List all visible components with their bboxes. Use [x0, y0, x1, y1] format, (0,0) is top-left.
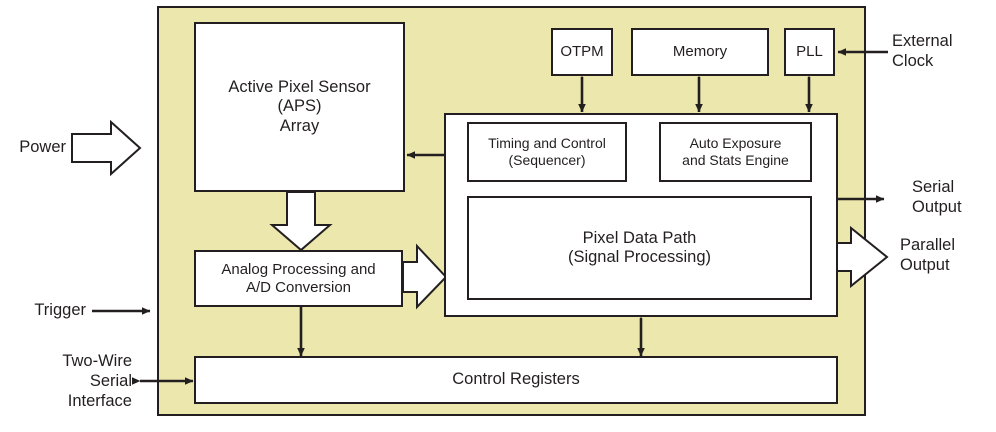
block-pixel-data-path[interactable]: Pixel Data Path (Signal Processing) — [467, 196, 812, 300]
label-external-clock: External Clock — [892, 32, 953, 70]
block-auto-exposure[interactable]: Auto Exposure and Stats Engine — [659, 122, 812, 182]
block-control-registers[interactable]: Control Registers — [194, 356, 838, 404]
block-timing-and-control[interactable]: Timing and Control (Sequencer) — [467, 122, 627, 182]
label-parallel-output: Parallel Output — [900, 236, 956, 274]
label-two-wire-serial-interface: Two-Wire Serial Interface — [62, 352, 132, 410]
power-in-block-arrow — [71, 119, 142, 177]
aps-to-analog-block-arrow — [269, 191, 333, 252]
block-analog-processing[interactable]: Analog Processing and A/D Conversion — [194, 250, 403, 307]
label-trigger: Trigger — [34, 301, 86, 320]
block-memory[interactable]: Memory — [631, 28, 769, 76]
block-aps-array[interactable]: Active Pixel Sensor (APS) Array — [194, 22, 405, 192]
block-otpm[interactable]: OTPM — [551, 28, 613, 76]
label-serial-output: Serial Output — [912, 178, 962, 216]
label-power: Power — [19, 138, 66, 157]
analog-to-datapath-block-arrow — [402, 243, 448, 310]
block-pll[interactable]: PLL — [784, 28, 835, 76]
